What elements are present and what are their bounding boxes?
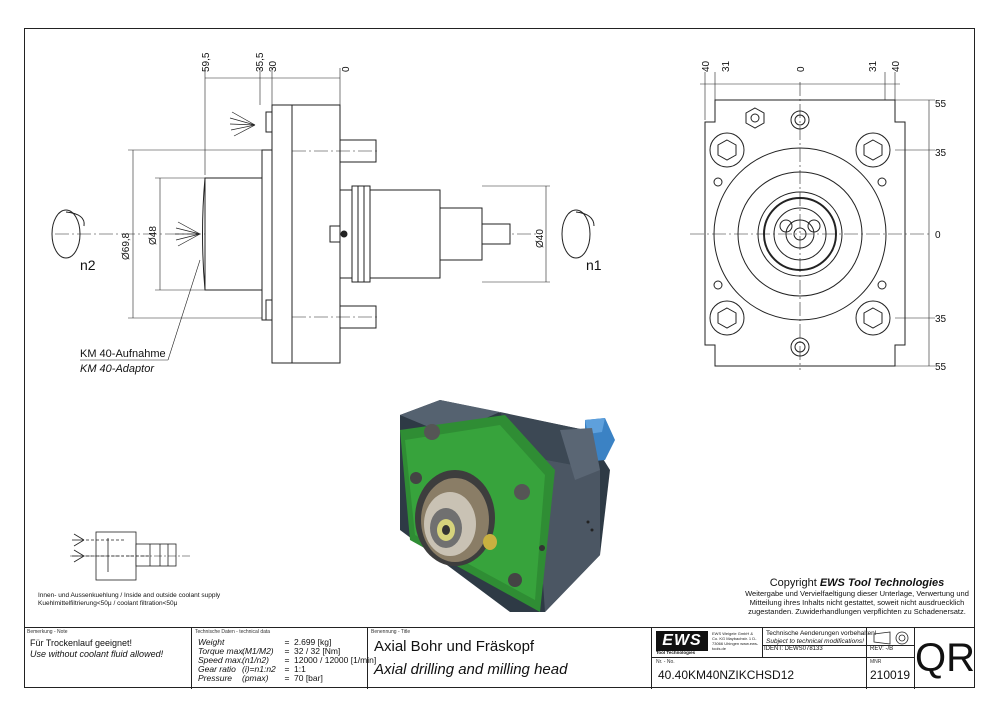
note-label: Bemerkung - Note [27,629,68,635]
front-view [690,72,935,370]
dim-55-top: 55 [935,99,947,110]
coolant-line-2: Kuehlmittelfiltrierung<50μ / coolant fil… [38,600,178,607]
tech-row-gear: Gear ratio(i)=n1:n2=1:1 [198,664,306,674]
company-cell: EWS Tool Technologies EWS Weigele GmbH &… [652,628,915,689]
dim-40-right: 40 [891,60,902,72]
dim-35-5: 35,5 [255,52,266,72]
note-en: Use without coolant fluid allowed! [30,649,164,659]
dim-35-top: 35 [935,148,947,159]
projection-symbol-icon [873,631,909,645]
coolant-line-1: Innen- und Aussenkuehlung / Inside and o… [38,592,221,599]
copyright-block: Copyright EWS Tool Technologies Weiterga… [742,577,972,616]
callout-en: KM 40-Adaptor [80,363,155,375]
title-block: Bemerkung - Note Für Trockenlauf geeigne… [24,627,975,689]
nr-label: Nr. - No. [656,659,675,665]
tech-row-weight: Weight=2.699 [kg] [198,637,332,647]
modification-de: Technische Aenderungen vorbehalten! [766,630,877,637]
revision: REV: -/B [870,646,894,652]
dia-48: Ø48 [148,226,159,245]
rotation-n1-label: n1 [586,257,602,273]
dia-40: Ø40 [535,229,546,248]
dim-59-5: 59,5 [201,52,212,72]
mnr-label: MNR [870,659,882,665]
ews-logo: EWS [656,631,708,651]
qr-cell: QR [915,628,975,689]
dim-0-top: 0 [796,66,807,72]
copyright-body: Weitergabe und Vervielfaeltigung dieser … [745,589,969,616]
tech-label: Technische Daten - technical data [195,629,271,635]
isometric-render [400,400,615,612]
dim-40-left: 40 [701,60,712,72]
side-view [51,68,595,364]
company-address: EWS Weigele GmbH & Co. KG Maybachstr. 1 … [712,631,759,651]
modification-en: Subject to technical modifications! [766,638,864,645]
qr-label: QR [915,636,975,680]
coolant-note: Innen- und Aussenkuehlung / Inside and o… [38,592,220,608]
tech-row-pressure: Pressure(pmax)=70 [bar] [198,673,323,683]
ident-number: IDENT: DEWS078133 [764,646,823,652]
ews-logo-sub: Tool Technologies [656,650,696,655]
note-de: Für Trockenlauf geeignet! [30,638,133,648]
title-de: Axial Bohr und Fräskopf [374,638,535,655]
note-cell: Bemerkung - Note Für Trockenlauf geeigne… [24,628,192,689]
title-label: Benennung - Title [371,629,411,635]
dim-35-bottom: 35 [935,314,947,325]
dim-30: 30 [268,60,279,72]
mnr-number: 210019 [870,668,911,682]
copyright-heading: Copyright EWS Tool Technologies [769,577,945,589]
title-en: Axial drilling and milling head [374,661,568,678]
dim-0-right: 0 [935,230,941,241]
part-number: 40.40KM40NZIKCHSD12 [658,668,795,682]
dim-55-bottom: 55 [935,362,947,373]
dia-69-8: Ø69,8 [121,232,132,260]
dim-31-left: 31 [721,60,732,72]
dim-0-left: 0 [341,66,352,72]
drawing-frame [24,28,975,688]
tech-row-torque: Torque max.(M1/M2)=32 / 32 [Nm] [198,646,341,656]
dim-31-right: 31 [868,60,879,72]
technical-data-cell: Technische Daten - technical data Weight… [192,628,376,689]
front-view-dims: 40 31 0 31 40 55 35 0 35 55 [701,60,947,373]
title-cell: Benennung - Title Axial Bohr und Fräskop… [368,628,652,689]
side-view-dims: 59,5 35,5 30 0 Ø69,8 Ø48 Ø40 n2 n1 KM 40… [80,52,602,375]
callout-de: KM 40-Aufnahme [80,348,166,360]
coolant-schematic [70,531,190,581]
tech-row-speed: Speed max.(n1/n2)=12000 / 12000 [1/min] [198,655,377,665]
rotation-n2-label: n2 [80,257,96,273]
